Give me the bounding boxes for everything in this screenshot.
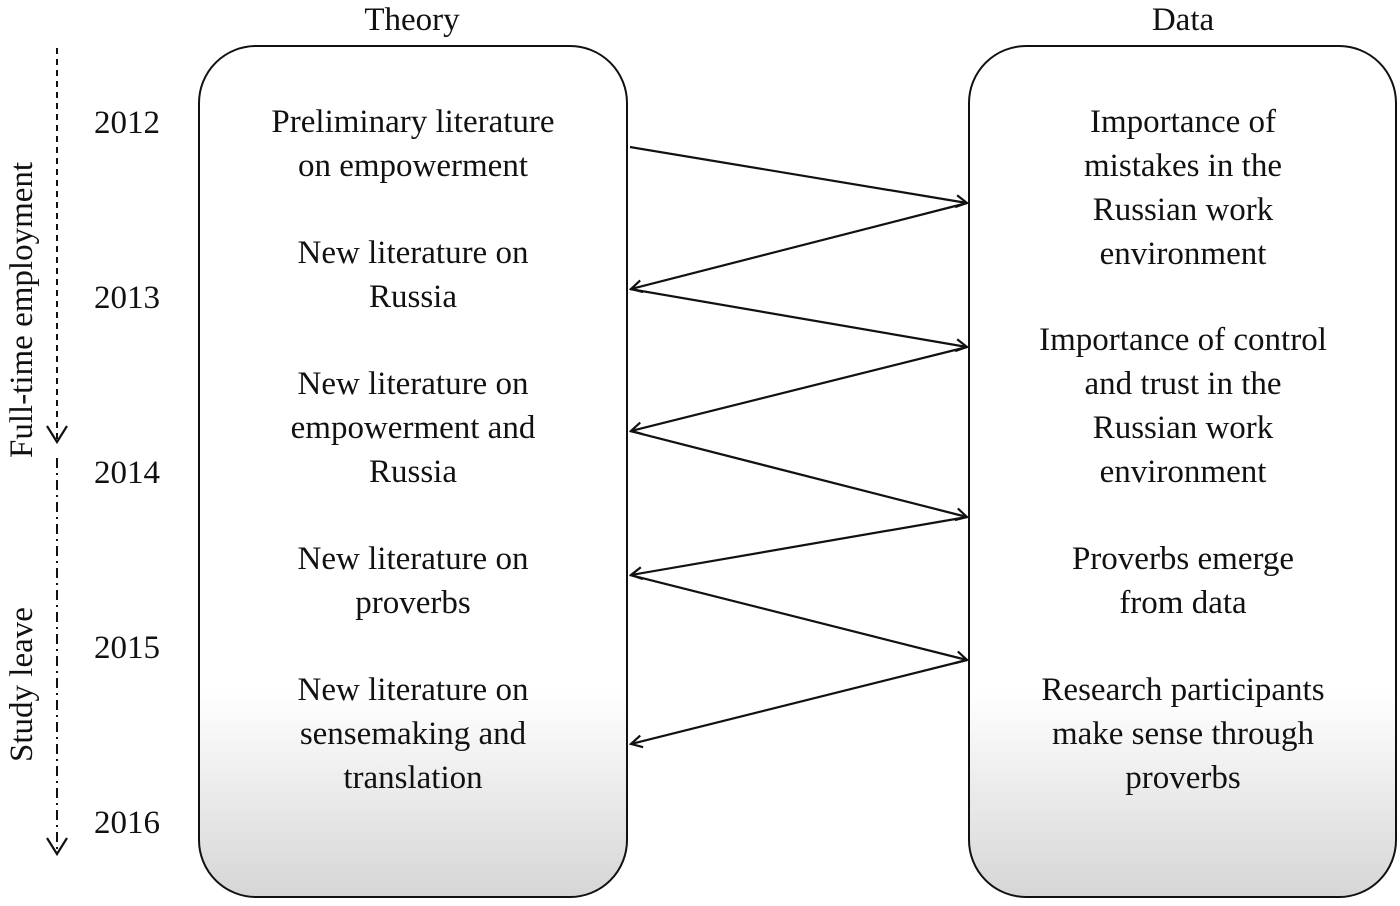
timeline-study-arrowhead-icon	[46, 837, 68, 857]
arrow-data-to-theory-1	[631, 201, 968, 289]
arrow-data-to-theory-2	[631, 345, 968, 431]
theory-panel	[198, 45, 628, 898]
arrow-theory-to-data-2	[629, 287, 967, 347]
year-2012: 2012	[94, 105, 160, 141]
arrow-theory-to-data-3	[629, 429, 967, 517]
theory-item-literature-russia: New literature on Russia	[297, 235, 529, 315]
data-heading: Data	[1151, 2, 1215, 38]
theory-item-literature-proverbs: New literature on proverbs	[297, 541, 529, 621]
theory-item-preliminary-literature: Preliminary literature on empowerment	[271, 104, 555, 184]
timeline-employment-arrowhead-icon	[46, 425, 68, 445]
theory-heading: Theory	[364, 2, 460, 38]
year-2016: 2016	[94, 805, 160, 841]
data-item-participants-sense: Research participants make sense through…	[1041, 672, 1325, 796]
data-panel	[968, 45, 1397, 898]
arrow-theory-to-data-4	[629, 573, 967, 660]
theory-item-literature-empowerment-russia: New literature on empowerment and Russia	[290, 366, 536, 490]
arrow-theory-to-data-1	[629, 145, 967, 203]
arrow-data-to-theory-3	[631, 515, 968, 575]
arrow-data-to-theory-4	[631, 658, 968, 744]
year-2014: 2014	[94, 455, 160, 491]
theory-item-literature-sensemaking: New literature on sensemaking and transl…	[297, 672, 529, 796]
data-item-mistakes: Importance of mistakes in the Russian wo…	[1084, 104, 1282, 272]
data-item-proverbs-emerge: Proverbs emerge from data	[1071, 541, 1295, 621]
year-2015: 2015	[94, 630, 160, 666]
year-2013: 2013	[94, 280, 160, 316]
data-item-control-trust: Importance of control and trust in the R…	[1039, 322, 1327, 490]
